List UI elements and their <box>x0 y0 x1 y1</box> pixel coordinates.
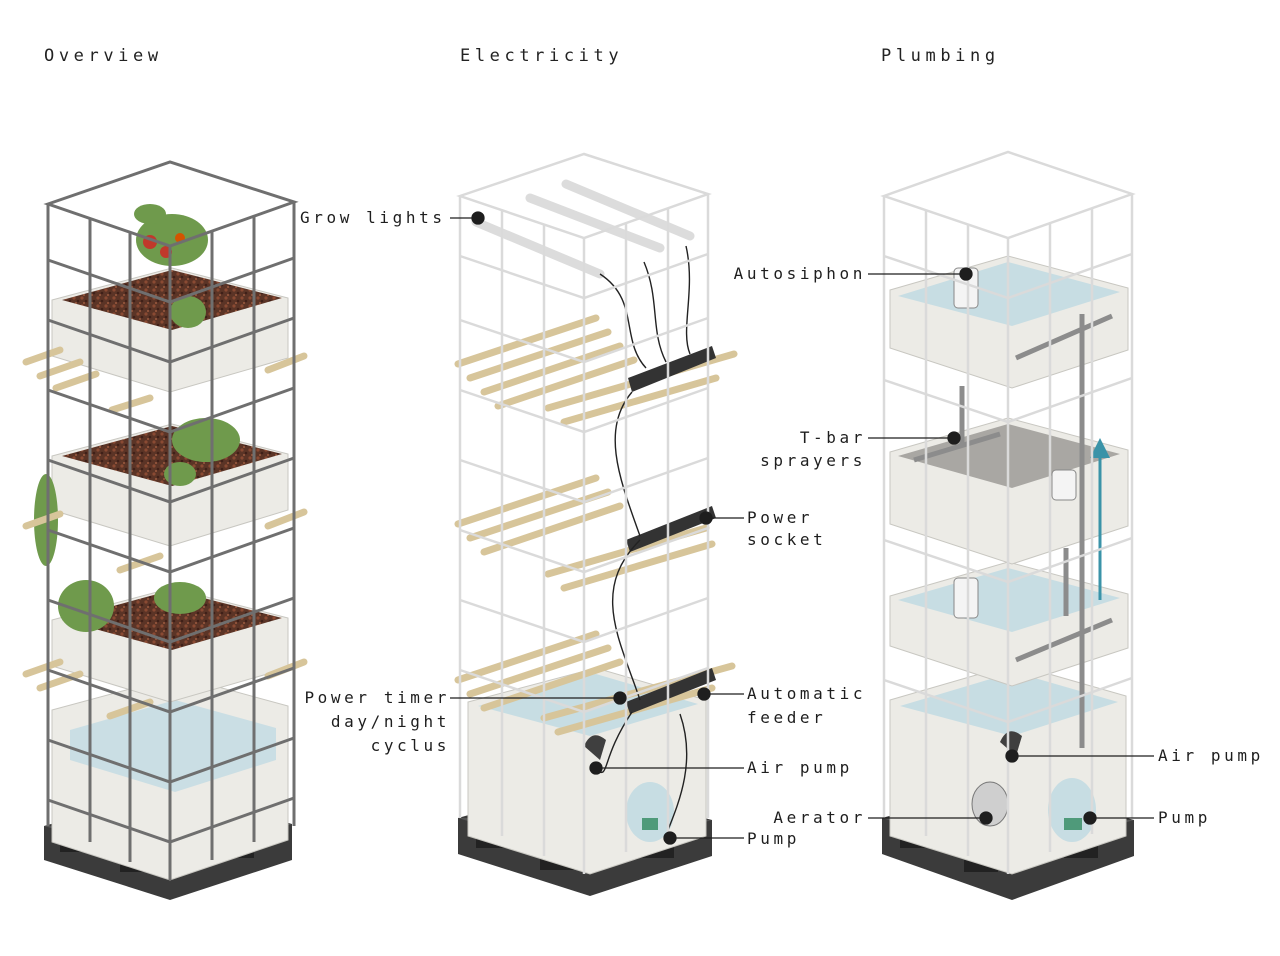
air-pump-dot-electricity <box>589 761 603 775</box>
overview-title: Overview <box>44 46 163 66</box>
overview-cage <box>43 160 299 880</box>
plumbing-pipes <box>913 313 1114 748</box>
grow-lights-dot <box>471 211 485 225</box>
electricity-title: Electricity <box>460 46 624 66</box>
label-power-socket-line1: Power <box>747 508 814 527</box>
label-t-bar-sprayers-line2: sprayers <box>760 451 866 470</box>
plumbing-tower <box>880 150 1136 900</box>
flow-arrow <box>1090 438 1110 600</box>
power-timer-dot <box>613 691 627 705</box>
label-automatic-feeder-line2: feeder <box>747 708 827 727</box>
label-power-timer-line2: day/night <box>330 712 450 731</box>
label-power-timer-line1: Power timer <box>304 688 450 707</box>
label-aerator: Aerator <box>773 808 866 827</box>
label-pump-plumbing: Pump <box>1158 808 1211 827</box>
label-pump-electricity: Pump <box>747 829 800 848</box>
label-air-pump-plumbing: Air pump <box>1158 746 1264 765</box>
leader-lines <box>450 211 1154 845</box>
electricity-cage <box>456 152 712 874</box>
automatic-feeder-dot <box>697 687 711 701</box>
electricity-tower <box>454 152 738 896</box>
electricity-bamboo <box>454 314 738 736</box>
label-autosiphon: Autosiphon <box>733 264 866 283</box>
label-grow-lights: Grow lights <box>300 208 446 227</box>
label-automatic-feeder-line1: Automatic <box>747 684 867 703</box>
pump-dot-electricity <box>663 831 677 845</box>
plumbing-title: Plumbing <box>881 46 1000 66</box>
aerator-dot <box>979 811 993 825</box>
power-socket-dot <box>699 511 713 525</box>
power-socket-strips <box>626 346 716 714</box>
pump-dot-plumbing <box>1083 811 1097 825</box>
autosiphon-dot <box>959 267 973 281</box>
grow-light-bars <box>471 179 695 279</box>
label-power-timer-line3: cyclus <box>370 736 450 755</box>
label-air-pump-electricity: Air pump <box>747 758 853 777</box>
overview-tower <box>22 160 308 900</box>
plumbing-cage <box>880 150 1136 874</box>
label-power-socket-line2: socket <box>747 530 827 549</box>
air-pump-dot-plumbing <box>1005 749 1019 763</box>
autosiphon-cups <box>953 267 1077 619</box>
label-t-bar-sprayers-line1: T-bar <box>799 428 866 447</box>
t-bar-sprayers-dot <box>947 431 961 445</box>
